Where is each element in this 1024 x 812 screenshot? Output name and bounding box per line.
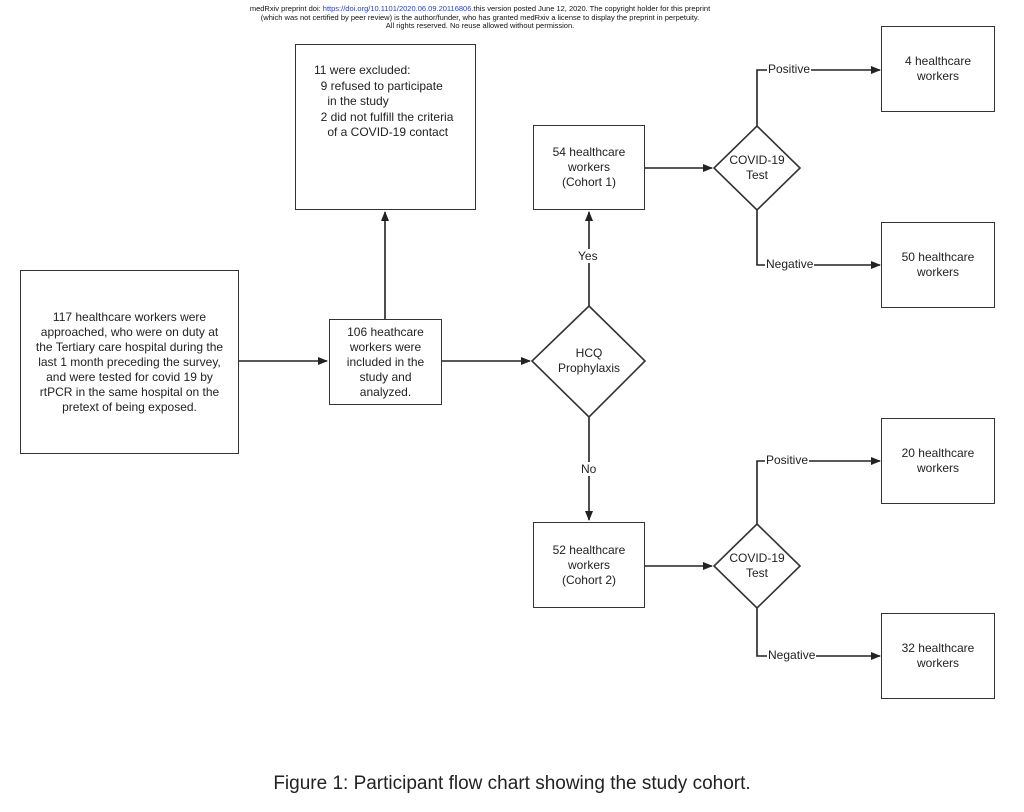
cohort2-box: 52 healthcare workers (Cohort 2) bbox=[533, 522, 645, 608]
test1-text: COVID-19 Test bbox=[729, 153, 785, 182]
header-prefix: medRxiv preprint doi: bbox=[249, 4, 323, 13]
edge-test2-negative bbox=[756, 608, 881, 660]
header-line-2: (which was not certified by peer review)… bbox=[260, 12, 700, 22]
test2-text: COVID-19 Test bbox=[729, 551, 785, 580]
c1-positive-text: 4 healthcare workers bbox=[904, 54, 972, 83]
header-line-3: All rights reserved. No reuse allowed wi… bbox=[385, 21, 575, 30]
edge-test2-positive bbox=[756, 457, 881, 524]
no-label: No bbox=[580, 462, 598, 476]
doi-link[interactable]: https://doi.org/10.1101/2020.06.09.20116… bbox=[322, 4, 474, 13]
test1-diamond bbox=[712, 124, 802, 212]
included-box: 106 heathcare workers were included in t… bbox=[329, 319, 442, 405]
cohort1-text: 54 healthcare workers (Cohort 1) bbox=[552, 145, 626, 189]
cohort2-text: 52 healthcare workers (Cohort 2) bbox=[552, 542, 626, 587]
edge-test1-positive bbox=[756, 66, 881, 126]
c2-negative-text: 32 healthcare workers bbox=[901, 641, 975, 670]
approached-box: 117 healthcare workers were approached, … bbox=[20, 270, 239, 454]
c2-negative-label: Negative bbox=[767, 648, 817, 662]
included-text: 106 heathcare workers were included in t… bbox=[346, 324, 425, 399]
c1-positive-box: 4 healthcare workers bbox=[881, 26, 995, 112]
cohort1-box: 54 healthcare workers (Cohort 1) bbox=[533, 125, 645, 210]
hcq-text: HCQ Prophylaxis bbox=[557, 346, 621, 375]
c1-negative-label: Negative bbox=[765, 257, 815, 271]
test2-diamond bbox=[712, 522, 802, 610]
figure-caption: Figure 1: Participant flow chart showing… bbox=[273, 773, 751, 794]
excluded-box: 11 were excluded: 9 refused to participa… bbox=[295, 44, 476, 210]
yes-label: Yes bbox=[577, 249, 599, 263]
header-line-1: medRxiv preprint doi: https://doi.org/10… bbox=[0, 4, 960, 14]
preprint-header: medRxiv preprint doi: https://doi.org/10… bbox=[0, 4, 960, 31]
c1-negative-text: 50 healthcare workers bbox=[901, 250, 975, 279]
excluded-text: 11 were excluded: 9 refused to participa… bbox=[314, 63, 454, 139]
hcq-diamond bbox=[530, 304, 647, 419]
c2-positive-box: 20 healthcare workers bbox=[881, 418, 995, 504]
c1-positive-label: Positive bbox=[767, 62, 812, 76]
c2-positive-text: 20 healthcare workers bbox=[901, 446, 975, 475]
c2-positive-label: Positive bbox=[765, 453, 810, 467]
header-line1-rest: this version posted June 12, 2020. The c… bbox=[473, 4, 711, 13]
c1-negative-box: 50 healthcare workers bbox=[881, 222, 995, 308]
edge-test1-negative bbox=[756, 210, 881, 269]
approached-text: 117 healthcare workers were approached, … bbox=[35, 309, 224, 414]
c2-negative-box: 32 healthcare workers bbox=[881, 613, 995, 699]
